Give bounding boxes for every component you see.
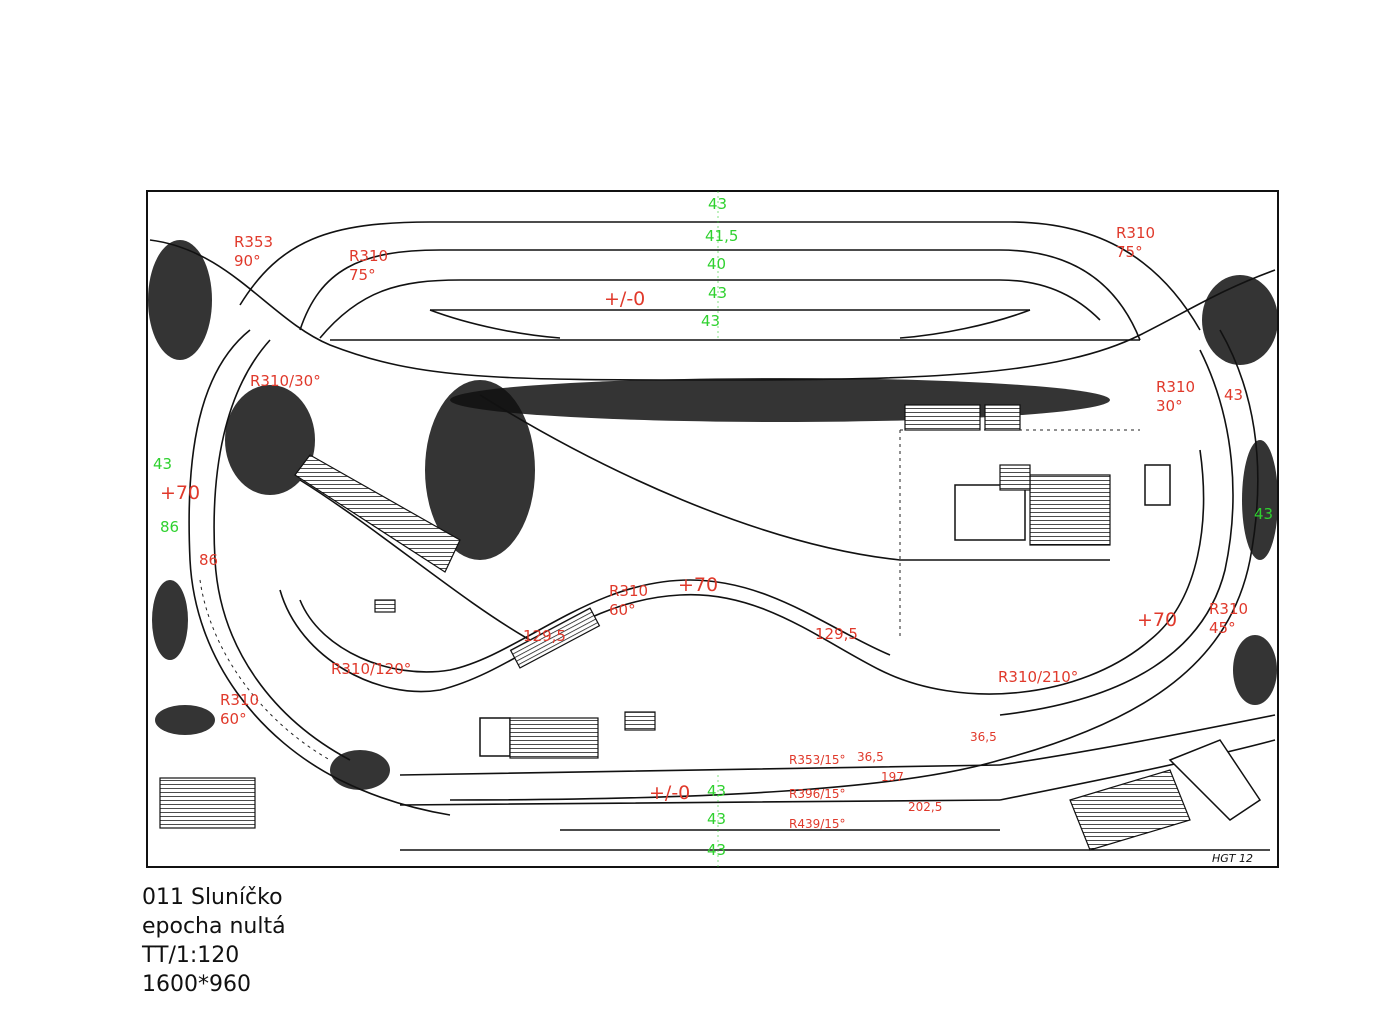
label-right-43: 43 xyxy=(1224,386,1243,404)
green-top-3: 40 xyxy=(707,255,726,273)
label-r396-15: R396/15° xyxy=(789,787,846,801)
caption-epoch: epocha nultá xyxy=(142,914,286,939)
label-r310-left: R310 xyxy=(349,247,388,265)
label-202: 202,5 xyxy=(908,800,942,814)
green-top-1: 43 xyxy=(708,195,727,213)
label-top-level: +/-0 xyxy=(604,288,645,310)
green-dimension-labels: 43 41,5 40 43 43 43 86 43 43 43 43 xyxy=(153,191,1273,867)
label-36-left: 36,5 xyxy=(857,750,884,764)
green-bottom-3: 43 xyxy=(707,841,726,859)
label-r310-60-mid-angle: 60° xyxy=(609,601,636,619)
green-top-5: 43 xyxy=(701,312,720,330)
caption-scale: TT/1:120 xyxy=(142,943,240,968)
buildings xyxy=(159,404,1262,851)
red-dimension-labels: R353 90° R310 75° R310 75° +/-0 R310/30°… xyxy=(160,224,1248,831)
caption-size: 1600*960 xyxy=(142,972,251,997)
label-r310-45-angle: 45° xyxy=(1209,619,1236,637)
label-left-86: 86 xyxy=(199,551,218,569)
green-right: 43 xyxy=(1254,505,1273,523)
label-mid-plus70: +70 xyxy=(678,574,718,596)
caption: 011 Sluníčko epocha nultá TT/1:120 1600*… xyxy=(142,883,286,999)
green-top-2: 41,5 xyxy=(705,227,738,245)
label-r310-left-angle: 75° xyxy=(349,266,376,284)
label-r353-15: R353/15° xyxy=(789,753,846,767)
green-bottom-1: 43 xyxy=(707,782,726,800)
green-left-2: 86 xyxy=(160,518,179,536)
label-197: 197 xyxy=(881,770,904,784)
label-36-right: 36,5 xyxy=(970,730,997,744)
green-bottom-2: 43 xyxy=(707,810,726,828)
label-r310-60-bottom-angle: 60° xyxy=(220,710,247,728)
label-r310-45: R310 xyxy=(1209,600,1248,618)
green-top-4: 43 xyxy=(708,284,727,302)
label-r353: R353 xyxy=(234,233,273,251)
label-right-plus70: +70 xyxy=(1137,609,1177,631)
signature: HGT 12 xyxy=(1212,852,1253,865)
tree-areas xyxy=(148,240,1278,790)
label-r310-right-angle: 75° xyxy=(1116,243,1143,261)
label-r353-angle: 90° xyxy=(234,252,261,270)
label-r310-120: R310/120° xyxy=(331,660,411,678)
green-left-1: 43 xyxy=(153,455,172,473)
label-129-left: 129,5 xyxy=(523,627,566,645)
label-r439-15: R439/15° xyxy=(789,817,846,831)
label-r310-210: R310/210° xyxy=(998,668,1078,686)
label-r310-30-right: R310 xyxy=(1156,378,1195,396)
tracks xyxy=(149,221,1276,851)
label-r310-right: R310 xyxy=(1116,224,1155,242)
label-r310-30-left: R310/30° xyxy=(250,372,321,390)
label-bottom-level: +/-0 xyxy=(649,782,690,804)
label-129-right: 129,5 xyxy=(815,625,858,643)
label-left-plus70: +70 xyxy=(160,482,200,504)
label-r310-60-bottom: R310 xyxy=(220,691,259,709)
label-r310-30-right-angle: 30° xyxy=(1156,397,1183,415)
svg-text:R353: R353 xyxy=(234,233,273,251)
caption-title: 011 Sluníčko xyxy=(142,885,283,910)
label-r310-60-mid: R310 xyxy=(609,582,648,600)
